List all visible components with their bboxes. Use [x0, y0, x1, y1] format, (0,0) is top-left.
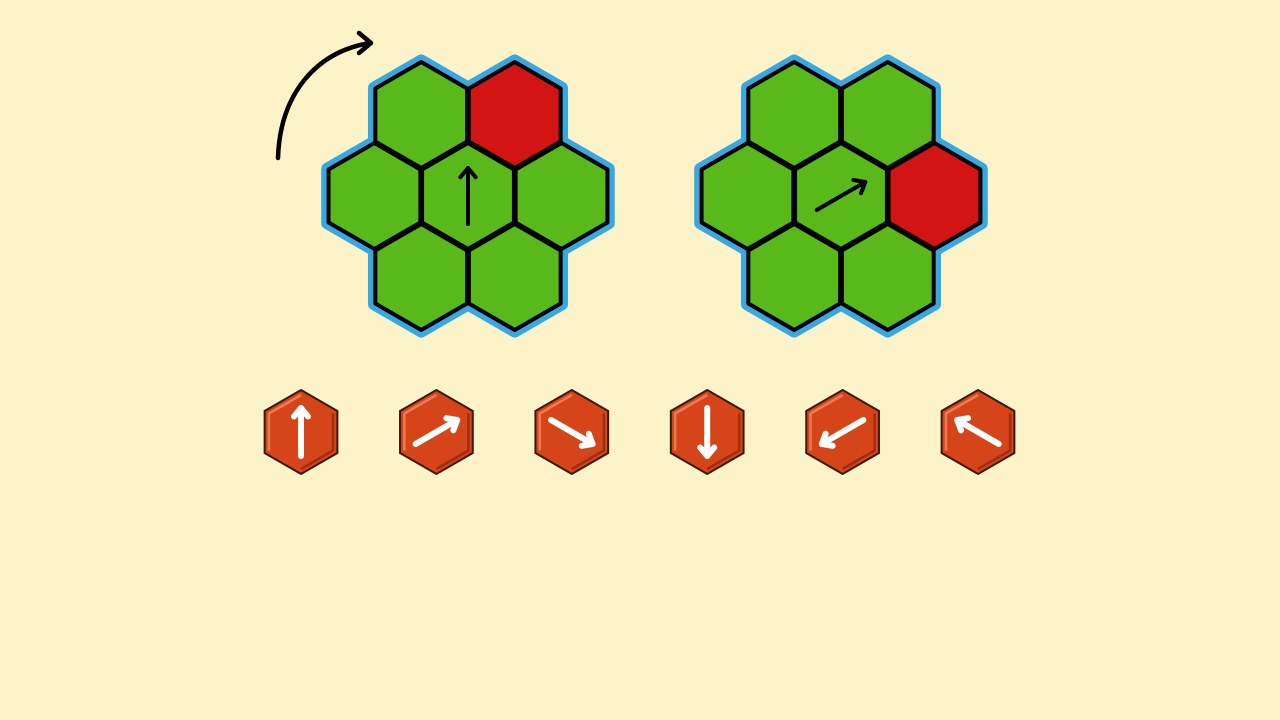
hex-cell-bottom-right-green[interactable]	[839, 222, 936, 332]
direction-button-row	[263, 388, 1016, 476]
direction-button-up-right[interactable]	[399, 388, 474, 476]
arrow-down-right-icon	[548, 417, 596, 449]
direction-button-down[interactable]	[669, 388, 745, 476]
hex-board-before	[321, 54, 615, 338]
hex-cell-bottom-right-green[interactable]	[466, 222, 563, 332]
arrow-down-left-icon	[818, 417, 867, 449]
direction-button-up-left[interactable]	[940, 388, 1016, 476]
arrow-down-icon	[697, 405, 718, 459]
arrow-up-left-icon	[954, 415, 1002, 447]
hex-board-after	[694, 54, 988, 338]
arrow-up-icon	[290, 405, 312, 459]
arrow-up-right-icon	[412, 415, 461, 447]
direction-button-down-left[interactable]	[805, 388, 880, 476]
arrow-up-icon	[458, 166, 478, 226]
direction-button-up[interactable]	[263, 388, 339, 476]
curved-rotate-arrow-icon	[275, 30, 374, 161]
direction-button-down-right[interactable]	[534, 388, 610, 476]
arrow-up-right-icon	[814, 177, 868, 212]
